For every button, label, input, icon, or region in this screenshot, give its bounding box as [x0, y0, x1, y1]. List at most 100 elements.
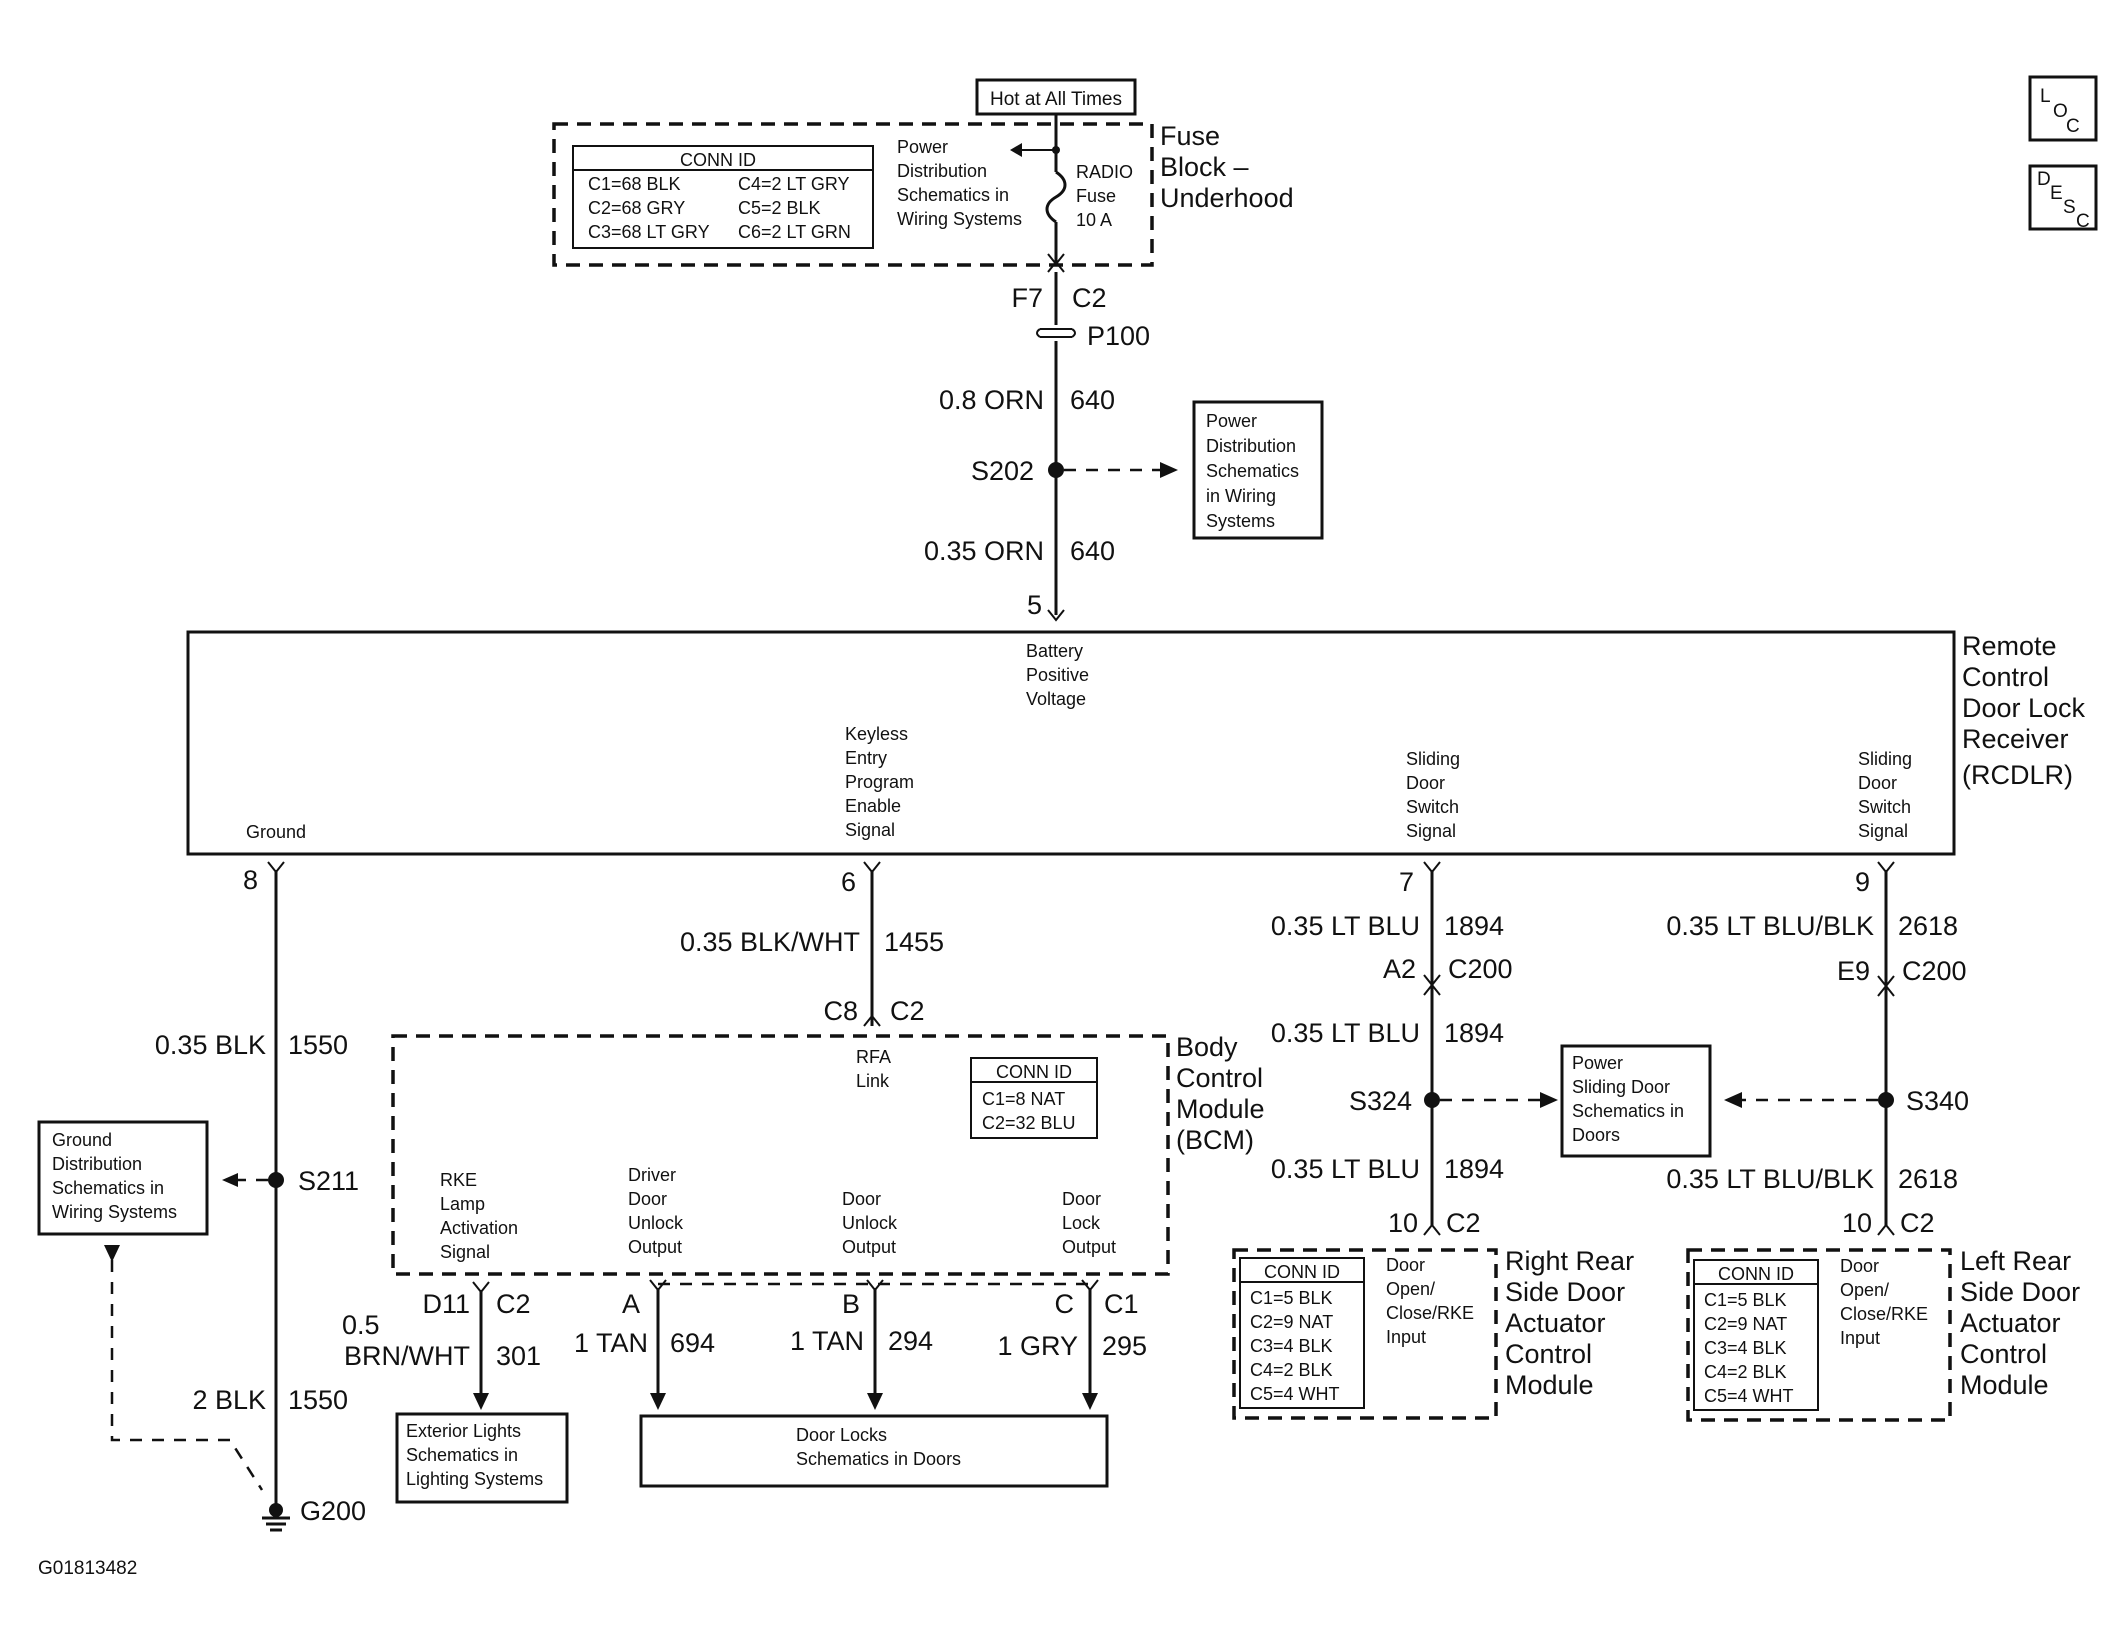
svg-text:C1=8 NAT: C1=8 NAT	[982, 1089, 1065, 1109]
svg-text:9: 9	[1855, 867, 1870, 897]
svg-text:C3=68 LT GRY: C3=68 LT GRY	[588, 222, 710, 242]
s202-splice: S202	[971, 456, 1178, 486]
svg-text:0.35 LT BLU: 0.35 LT BLU	[1271, 1018, 1420, 1048]
svg-text:1455: 1455	[884, 927, 944, 957]
svg-text:C8: C8	[823, 996, 858, 1026]
ground-distribution-ref-box: Ground Distribution Schematics in Wiring…	[37, 1120, 209, 1236]
right-rear-module-name: Right Rear Side Door Actuator Control Mo…	[1505, 1246, 1642, 1400]
svg-text:10: 10	[1388, 1208, 1418, 1238]
svg-text:C1=68 BLK: C1=68 BLK	[588, 174, 681, 194]
svg-text:E: E	[2050, 183, 2063, 204]
svg-text:CONN ID: CONN ID	[996, 1062, 1072, 1082]
hot-at-all-times-box: Hot at All Times	[975, 78, 1137, 116]
left-rear-actuator-module: Left Rear Side Door Actuator Control Mod…	[1686, 1246, 2080, 1422]
svg-text:0.5: 0.5	[342, 1310, 380, 1340]
driver-door-unlock-label: Driver Door Unlock Output	[628, 1165, 688, 1257]
rcdlr-name: Remote Control Door Lock Receiver (RCDLR…	[1962, 631, 2093, 790]
figure-id: G01813482	[38, 1558, 137, 1579]
svg-text:1 TAN: 1 TAN	[574, 1328, 648, 1358]
svg-text:0.35 BLK/WHT: 0.35 BLK/WHT	[680, 927, 860, 957]
svg-text:CONN ID: CONN ID	[1264, 1262, 1340, 1282]
svg-text:0.35 LT BLU/BLK: 0.35 LT BLU/BLK	[1666, 911, 1874, 941]
radio-fuse-symbol	[1010, 143, 1067, 266]
svg-text:CONN ID: CONN ID	[1718, 1264, 1794, 1284]
power-distribution-ref: Power Distribution Schematics in Wiring …	[897, 137, 1022, 229]
rfa-link-label: RFA Link	[856, 1047, 895, 1091]
svg-text:C5=2 BLK: C5=2 BLK	[738, 198, 821, 218]
door-locks-ref-box: Door Locks Schematics in Doors	[639, 1414, 1109, 1488]
svg-text:C2=68 GRY: C2=68 GRY	[588, 198, 685, 218]
svg-text:C2=9 NAT: C2=9 NAT	[1704, 1314, 1787, 1334]
svg-text:C5=4 WHT: C5=4 WHT	[1250, 1384, 1340, 1404]
svg-text:BRN/WHT: BRN/WHT	[344, 1341, 470, 1371]
svg-text:A2: A2	[1383, 954, 1416, 984]
svg-text:C6=2 LT GRN: C6=2 LT GRN	[738, 222, 851, 242]
right-rear-conn-id: CONN ID C1=5 BLK C2=9 NAT C3=4 BLK C4=2 …	[1239, 1257, 1365, 1409]
svg-text:C: C	[1055, 1289, 1075, 1319]
svg-text:1894: 1894	[1444, 1154, 1504, 1184]
svg-text:L: L	[2040, 86, 2051, 107]
svg-text:CONN ID: CONN ID	[680, 150, 756, 170]
battery-positive-label: Battery Positive Voltage	[1026, 641, 1094, 709]
sliding-door-label-left: Sliding Door Switch Signal	[1858, 749, 1917, 841]
svg-text:G200: G200	[300, 1496, 366, 1526]
right-rear-input-label: Door Open/ Close/RKE Input	[1386, 1255, 1479, 1347]
svg-text:Power Distribution: Power Distribution Schematics in Wiring …	[1206, 411, 1304, 531]
loc-icon[interactable]: L O C	[2028, 75, 2098, 142]
svg-text:1894: 1894	[1444, 911, 1504, 941]
svg-text:10: 10	[1842, 1208, 1872, 1238]
svg-text:C2: C2	[890, 996, 925, 1026]
svg-text:1550: 1550	[288, 1385, 348, 1415]
svg-text:0.35 ORN: 0.35 ORN	[924, 536, 1044, 566]
svg-text:0.35 BLK: 0.35 BLK	[155, 1030, 266, 1060]
p100-connector: P100	[1036, 321, 1150, 351]
svg-text:B: B	[842, 1289, 860, 1319]
bcm-conn-id: CONN ID C1=8 NAT C2=32 BLU	[970, 1057, 1098, 1139]
right-sliding-circuit: 7 0.35 LT BLU 1894 A2 C200 0.35 LT BLU 1…	[1271, 861, 1558, 1238]
svg-text:O: O	[2053, 101, 2068, 122]
svg-text:C: C	[2066, 116, 2080, 137]
left-rear-conn-id: CONN ID C1=5 BLK C2=9 NAT C3=4 BLK C4=2 …	[1693, 1259, 1819, 1411]
fuse-block-name: Fuse Block – Underhood	[1160, 121, 1294, 213]
svg-text:C3=4 BLK: C3=4 BLK	[1250, 1336, 1333, 1356]
hot-label: Hot at All Times	[990, 89, 1122, 110]
left-sliding-circuit: 9 0.35 LT BLU/BLK 2618 E9 C200 S340 0.35…	[1666, 861, 1969, 1238]
svg-text:C1=5 BLK: C1=5 BLK	[1704, 1290, 1787, 1310]
rcdlr-module: Remote Control Door Lock Receiver (RCDLR…	[186, 630, 2093, 856]
s202-power-ref-box: Power Distribution Schematics in Wiring …	[1192, 400, 1324, 540]
right-rear-actuator-module: Right Rear Side Door Actuator Control Mo…	[1232, 1246, 1642, 1420]
svg-text:1894: 1894	[1444, 1018, 1504, 1048]
svg-text:C5=4 WHT: C5=4 WHT	[1704, 1386, 1794, 1406]
sliding-door-label-right: Sliding Door Switch Signal	[1406, 749, 1465, 841]
svg-text:S202: S202	[971, 456, 1034, 486]
door-unlock-label: Door Unlock Output	[842, 1189, 902, 1257]
svg-text:6: 6	[841, 867, 856, 897]
svg-text:E9: E9	[1837, 956, 1870, 986]
radio-fuse-label: RADIO Fuse 10 A	[1076, 162, 1138, 230]
svg-text:A: A	[622, 1289, 640, 1319]
svg-text:2618: 2618	[1898, 1164, 1958, 1194]
svg-text:0.35 LT BLU/BLK: 0.35 LT BLU/BLK	[1666, 1164, 1874, 1194]
svg-text:8: 8	[243, 865, 258, 895]
svg-text:C2=32 BLU: C2=32 BLU	[982, 1113, 1076, 1133]
keyless-entry-label: Keyless Entry Program Enable Signal	[845, 724, 919, 840]
svg-text:C2: C2	[1900, 1208, 1935, 1238]
svg-text:C3=4 BLK: C3=4 BLK	[1704, 1338, 1787, 1358]
svg-text:C2: C2	[1446, 1208, 1481, 1238]
g200-ground-symbol: G200	[262, 1496, 366, 1532]
svg-text:D11: D11	[422, 1289, 470, 1319]
svg-text:2 BLK: 2 BLK	[192, 1385, 266, 1415]
ground-label: Ground	[246, 822, 306, 842]
svg-text:C200: C200	[1448, 954, 1513, 984]
exterior-lights-ref-box: Exterior Lights Schematics in Lighting S…	[395, 1412, 569, 1504]
svg-text:294: 294	[888, 1326, 933, 1356]
svg-text:Door Locks Schematics in: Door Locks Schematics in Doors	[796, 1425, 961, 1469]
svg-text:0.8 ORN: 0.8 ORN	[939, 385, 1044, 415]
sliding-door-power-ref-box: Power Sliding Door Schematics in Doors	[1560, 1044, 1712, 1158]
svg-text:1 TAN: 1 TAN	[790, 1326, 864, 1356]
keyless-circuit: 6 0.35 BLK/WHT 1455 C8 C2	[680, 861, 944, 1027]
desc-icon[interactable]: D E S C	[2028, 164, 2098, 232]
svg-text:301: 301	[496, 1341, 541, 1371]
svg-text:295: 295	[1102, 1331, 1147, 1361]
